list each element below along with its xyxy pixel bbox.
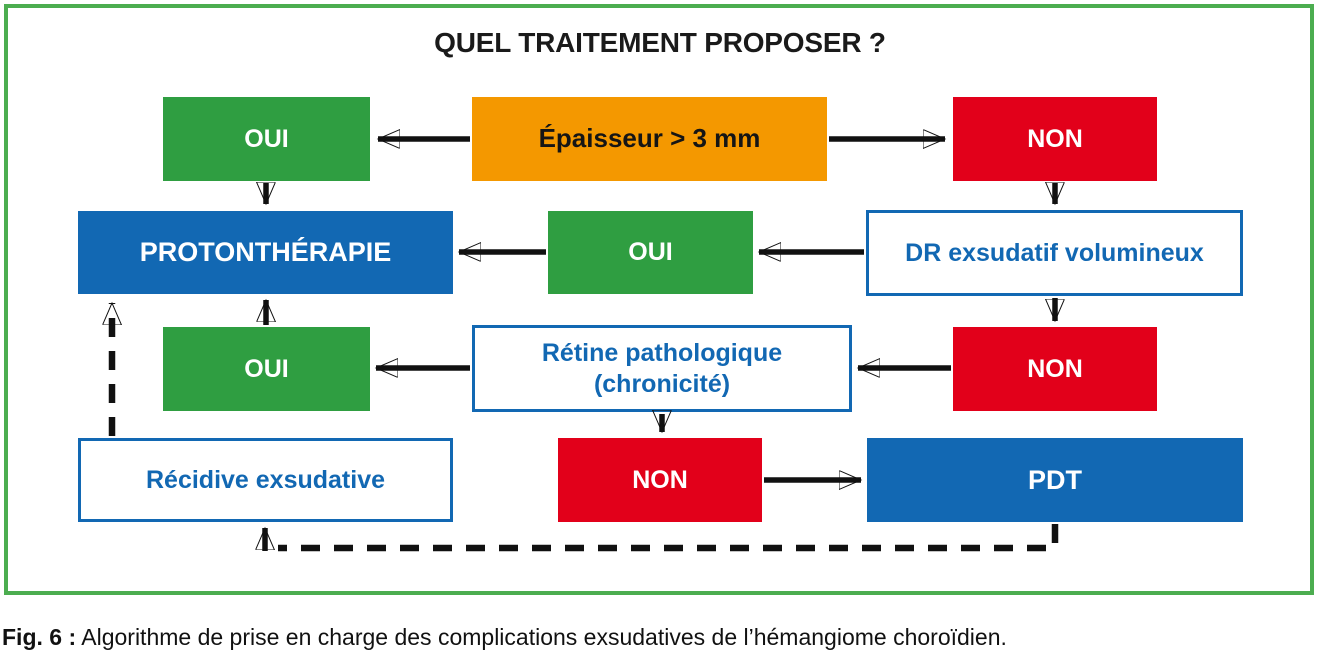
node-protontherapie: PROTONTHÉRAPIE bbox=[78, 211, 453, 294]
node-oui-mid: OUI bbox=[548, 211, 753, 294]
node-label: PDT bbox=[1028, 464, 1082, 495]
node-label: Épaisseur > 3 mm bbox=[538, 123, 761, 154]
node-label-line1: Rétine pathologique bbox=[541, 339, 783, 367]
node-label: PROTONTHÉRAPIE bbox=[139, 237, 392, 268]
node-oui-low: OUI bbox=[163, 327, 370, 411]
node-pdt: PDT bbox=[867, 438, 1243, 522]
caption-label: Fig. 6 : bbox=[2, 624, 77, 650]
figure-caption: Fig. 6 : Algorithme de prise en charge d… bbox=[2, 624, 1318, 651]
node-label: NON bbox=[1027, 124, 1083, 153]
node-dr-exsudatif: DR exsudatif volumineux bbox=[866, 210, 1243, 296]
node-label: Récidive exsudative bbox=[145, 465, 385, 494]
node-label: NON bbox=[632, 465, 688, 494]
node-recidive: Récidive exsudative bbox=[78, 438, 453, 522]
node-non-top: NON bbox=[953, 97, 1157, 181]
caption-text: Algorithme de prise en charge des compli… bbox=[81, 624, 1007, 650]
node-label: OUI bbox=[628, 238, 673, 267]
figure-title: QUEL TRAITEMENT PROPOSER ? bbox=[434, 27, 886, 58]
node-label: DR exsudatif volumineux bbox=[905, 238, 1204, 267]
node-label: NON bbox=[1027, 354, 1083, 383]
node-epaisseur: Épaisseur > 3 mm bbox=[472, 97, 827, 181]
node-oui-top: OUI bbox=[163, 97, 370, 181]
node-retine: Rétine pathologique (chronicité) bbox=[472, 325, 852, 412]
node-non-low: NON bbox=[558, 438, 762, 522]
node-label: OUI bbox=[244, 354, 289, 383]
node-label-line2: (chronicité) bbox=[593, 369, 731, 398]
node-non-mid: NON bbox=[953, 327, 1157, 411]
node-label: OUI bbox=[244, 124, 289, 153]
